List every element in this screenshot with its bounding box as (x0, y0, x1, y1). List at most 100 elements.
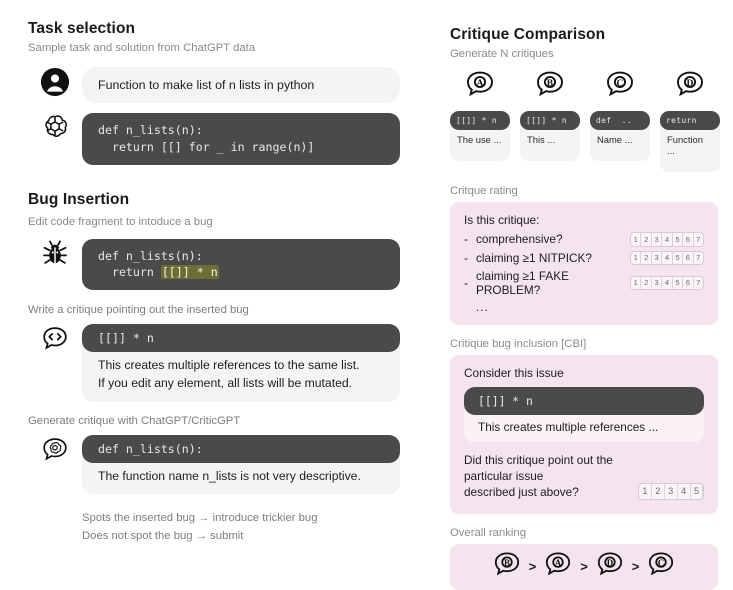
speech-bubble-b-icon: B (534, 69, 566, 104)
scale-3[interactable]: 3 (652, 276, 663, 290)
scale-3[interactable]: 3 (665, 483, 678, 499)
bug-icon (28, 239, 82, 267)
scale-6[interactable]: 6 (683, 233, 694, 246)
left-column: Task selection Sample task and solution … (28, 20, 400, 545)
overall-ranking-section: Overall ranking B > A (450, 527, 718, 590)
critique-rating-section: Critque rating Is this critique: - compr… (450, 185, 718, 326)
scale-4[interactable]: 4 (662, 251, 673, 265)
ranking-bubble-4-icon: C (646, 550, 676, 583)
scale-6[interactable]: 6 (683, 276, 694, 290)
scale-6[interactable]: 6 (703, 484, 704, 499)
critique-a-code: [[]] * n (450, 111, 510, 130)
scale-5[interactable]: 5 (691, 483, 703, 499)
scale-3[interactable]: 3 (652, 251, 663, 265)
critique-rating-question: Is this critique: (464, 213, 540, 227)
scale-2[interactable]: 2 (641, 251, 652, 265)
task-selection-section: Task selection Sample task and solution … (28, 20, 400, 165)
scale-6[interactable]: 6 (683, 251, 694, 265)
model-critique-code: def n_lists(n): (82, 434, 400, 463)
critique-b-text: This ... (520, 125, 580, 161)
critique-card-a[interactable]: A [[]] * n The use ... (450, 69, 510, 172)
critique-rating-more: ... (476, 300, 489, 315)
scale-1[interactable]: 1 (631, 251, 642, 265)
bug-code-prefix: def n_lists(n): return (98, 248, 203, 280)
bug-insertion-subtitle: Edit code fragment to intoduce a bug (28, 215, 213, 228)
scale-5[interactable]: 5 (673, 251, 684, 265)
chatgpt-speech-bubble-icon (28, 435, 82, 463)
critique-cards-grid: A [[]] * n The use ... B [[]] (450, 69, 720, 172)
critique-rating-items: - comprehensive? 1 2 3 4 5 6 7 (464, 230, 704, 299)
critique-b-card: [[]] * n This ... (520, 111, 580, 161)
list-dash: - (464, 232, 468, 247)
critique-comparison-subtitle: Generate N critiques (450, 48, 554, 60)
ranking-separator-3: > (631, 559, 640, 575)
bug-code-row: def n_lists(n): return [[]] * n (28, 238, 400, 291)
ranking-letter-1: B (504, 558, 510, 568)
critique-c-text: Name ... (590, 125, 650, 161)
scale-2[interactable]: 2 (641, 233, 652, 246)
scale-1[interactable]: 1 (631, 276, 642, 290)
cbi-section: Critique bug inclusion [CBI] Consider th… (450, 338, 718, 514)
model-critique-row: def n_lists(n): The function name n_list… (28, 434, 400, 495)
generate-critique-caption: Generate critique with ChatGPT/CriticGPT (28, 414, 241, 427)
scale-7[interactable]: 7 (696, 253, 701, 263)
scale-2[interactable]: 2 (652, 483, 665, 499)
cbi-panel: Consider this issue [[]] * n This create… (450, 355, 718, 514)
human-critique-line-1: This creates multiple references to the … (98, 358, 360, 373)
assistant-code-row: def n_lists(n): return [[] for _ in rang… (28, 113, 400, 165)
bug-code-block: def n_lists(n): return [[]] * n (82, 238, 400, 291)
cbi-code-block: [[]] * n (464, 387, 704, 416)
scale-7[interactable]: 7 (696, 278, 701, 288)
outcome-line-1: Spots the inserted bug → introduce trick… (82, 512, 318, 525)
cbi-rating-scale[interactable]: 1 2 3 4 5 6 7 (637, 482, 704, 500)
rating-scale-comprehensive[interactable]: 1 2 3 4 5 6 7 (630, 232, 704, 247)
scale-5[interactable]: 5 (673, 276, 684, 290)
critique-a-card: [[]] * n The use ... (450, 111, 510, 161)
ranking-bubble-2-icon: A (543, 550, 573, 583)
rating-scale-nitpick[interactable]: 1 2 3 4 5 6 7 (630, 250, 704, 266)
code-speech-bubble-icon (28, 324, 82, 352)
list-dash: - (464, 250, 468, 265)
bubble-letter-a: A (477, 78, 484, 89)
critique-card-d[interactable]: D return Function ... (660, 69, 720, 172)
overall-ranking-label: Overall ranking (450, 526, 526, 539)
cbi-question-line-1: Did this critique point out the particul… (464, 453, 613, 484)
scale-4[interactable]: 4 (662, 233, 673, 246)
human-critique-row: [[]] * n This creates multiple reference… (28, 324, 400, 402)
scale-3[interactable]: 3 (652, 233, 663, 246)
scale-2[interactable]: 2 (641, 276, 652, 290)
critique-card-b[interactable]: B [[]] * n This ... (520, 69, 580, 172)
cbi-title: Consider this issue (464, 366, 564, 381)
user-avatar-icon (28, 67, 82, 97)
human-critique-card: [[]] * n This creates multiple reference… (82, 324, 400, 402)
ranking-separator-2: > (580, 559, 588, 575)
figure-root: Task selection Sample task and solution … (28, 20, 720, 590)
critique-card-c[interactable]: C def .. Name ... (590, 69, 650, 172)
overall-ranking-panel: B > A > D (450, 543, 718, 590)
scale-4[interactable]: 4 (678, 483, 691, 499)
outcome-lines: Spots the inserted bug → introduce trick… (82, 510, 400, 545)
human-critique-text: This creates multiple references to the … (82, 346, 400, 402)
rating-item-label: comprehensive? (476, 232, 563, 247)
bubble-letter-b: B (547, 78, 554, 89)
rating-scale-fake-problem[interactable]: 1 2 3 4 5 6 7 (630, 275, 704, 291)
scale-7[interactable]: 7 (696, 234, 701, 244)
scale-5[interactable]: 5 (673, 233, 684, 246)
rating-item-nitpick: - claiming ≥1 NITPICK? 1 2 3 4 5 6 7 (464, 249, 704, 268)
ranking-letter-2: A (555, 558, 562, 568)
bug-insertion-title: Bug Insertion (28, 190, 130, 208)
rating-item-comprehensive: - comprehensive? 1 2 3 4 5 6 7 (464, 230, 704, 249)
speech-bubble-d-icon: D (674, 69, 706, 104)
critique-comparison-title: Critique Comparison (450, 26, 606, 43)
ranking-bubble-1-icon: B (492, 550, 522, 583)
critique-d-card: return Function ... (660, 111, 720, 172)
critique-d-code: return (660, 111, 720, 130)
rating-item-fake-problem: - claiming ≥1 FAKE PROBLEM? 1 2 3 4 5 6 … (464, 267, 704, 299)
scale-1[interactable]: 1 (631, 233, 642, 246)
ranking-letter-4: C (658, 558, 664, 568)
scale-1[interactable]: 1 (639, 483, 652, 499)
bubble-letter-c: C (617, 78, 624, 89)
bug-code-highlight: [[]] * n (160, 265, 219, 280)
critique-rating-label: Critque rating (450, 185, 518, 197)
scale-4[interactable]: 4 (662, 276, 673, 290)
